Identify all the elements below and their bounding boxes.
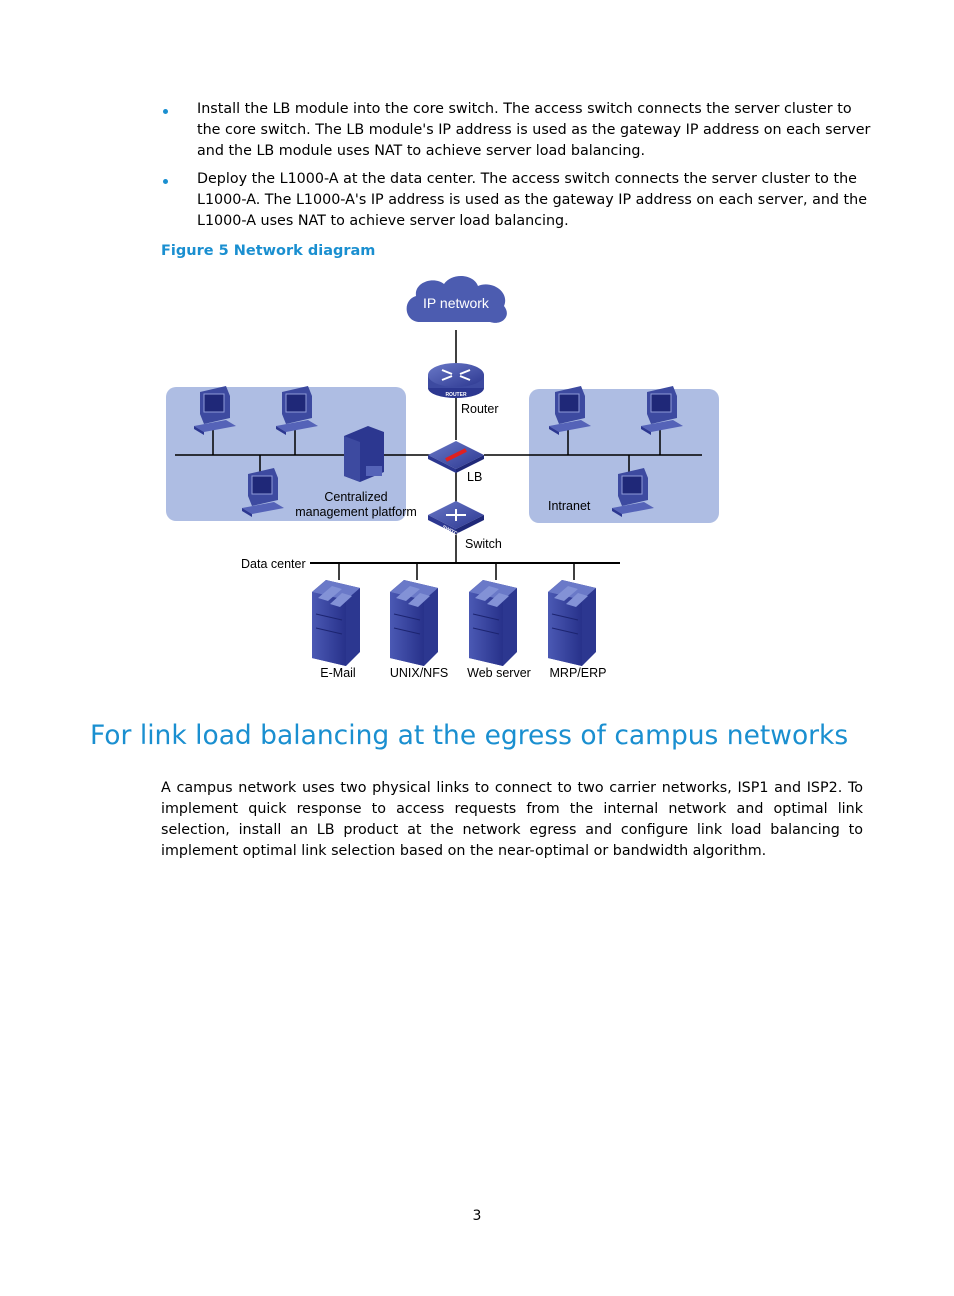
management-server-icon [344,426,384,482]
server-icon [311,579,361,667]
page-number: 3 [472,1208,482,1224]
server-icon [468,579,518,667]
cloud-label: IP network [423,295,490,311]
server-label: E-Mail [320,666,355,680]
figure-caption: Figure 5 Network diagram [161,243,376,259]
server-icon [547,579,597,667]
bullet-dot-icon [163,179,168,184]
network-diagram: IP network ROUTER Router LB SWITCH Switc… [166,275,719,680]
bullet-item: Install the LB module into the core swit… [161,99,873,162]
section-paragraph: A campus network uses two physical links… [161,780,863,859]
router-icon [428,363,484,398]
mgmt-label-line2: management platform [295,505,417,519]
server-icon [389,579,439,667]
server-label: Web server [467,666,531,680]
bullet-dot-icon [163,109,168,114]
server-label: MRP/ERP [550,666,607,680]
bullet-text: Install the LB module into the core swit… [197,101,871,159]
lb-device-icon [428,441,484,473]
switch-label: Switch [465,537,502,551]
network-links [175,330,702,580]
router-badge: ROUTER [445,392,467,398]
router-label: Router [461,402,499,416]
switch-icon [428,501,484,534]
bullet-text: Deploy the L1000-A at the data center. T… [197,171,868,229]
ip-network-cloud-icon [406,275,507,323]
server-label: UNIX/NFS [390,666,448,680]
bullet-list: Install the LB module into the core swit… [161,99,873,239]
section-heading: For link load balancing at the egress of… [90,720,849,751]
data-center-label: Data center [241,557,306,571]
intranet-label: Intranet [548,499,591,513]
bullet-item: Deploy the L1000-A at the data center. T… [161,169,873,232]
lb-label: LB [467,470,482,484]
mgmt-label-line1: Centralized [324,490,387,504]
